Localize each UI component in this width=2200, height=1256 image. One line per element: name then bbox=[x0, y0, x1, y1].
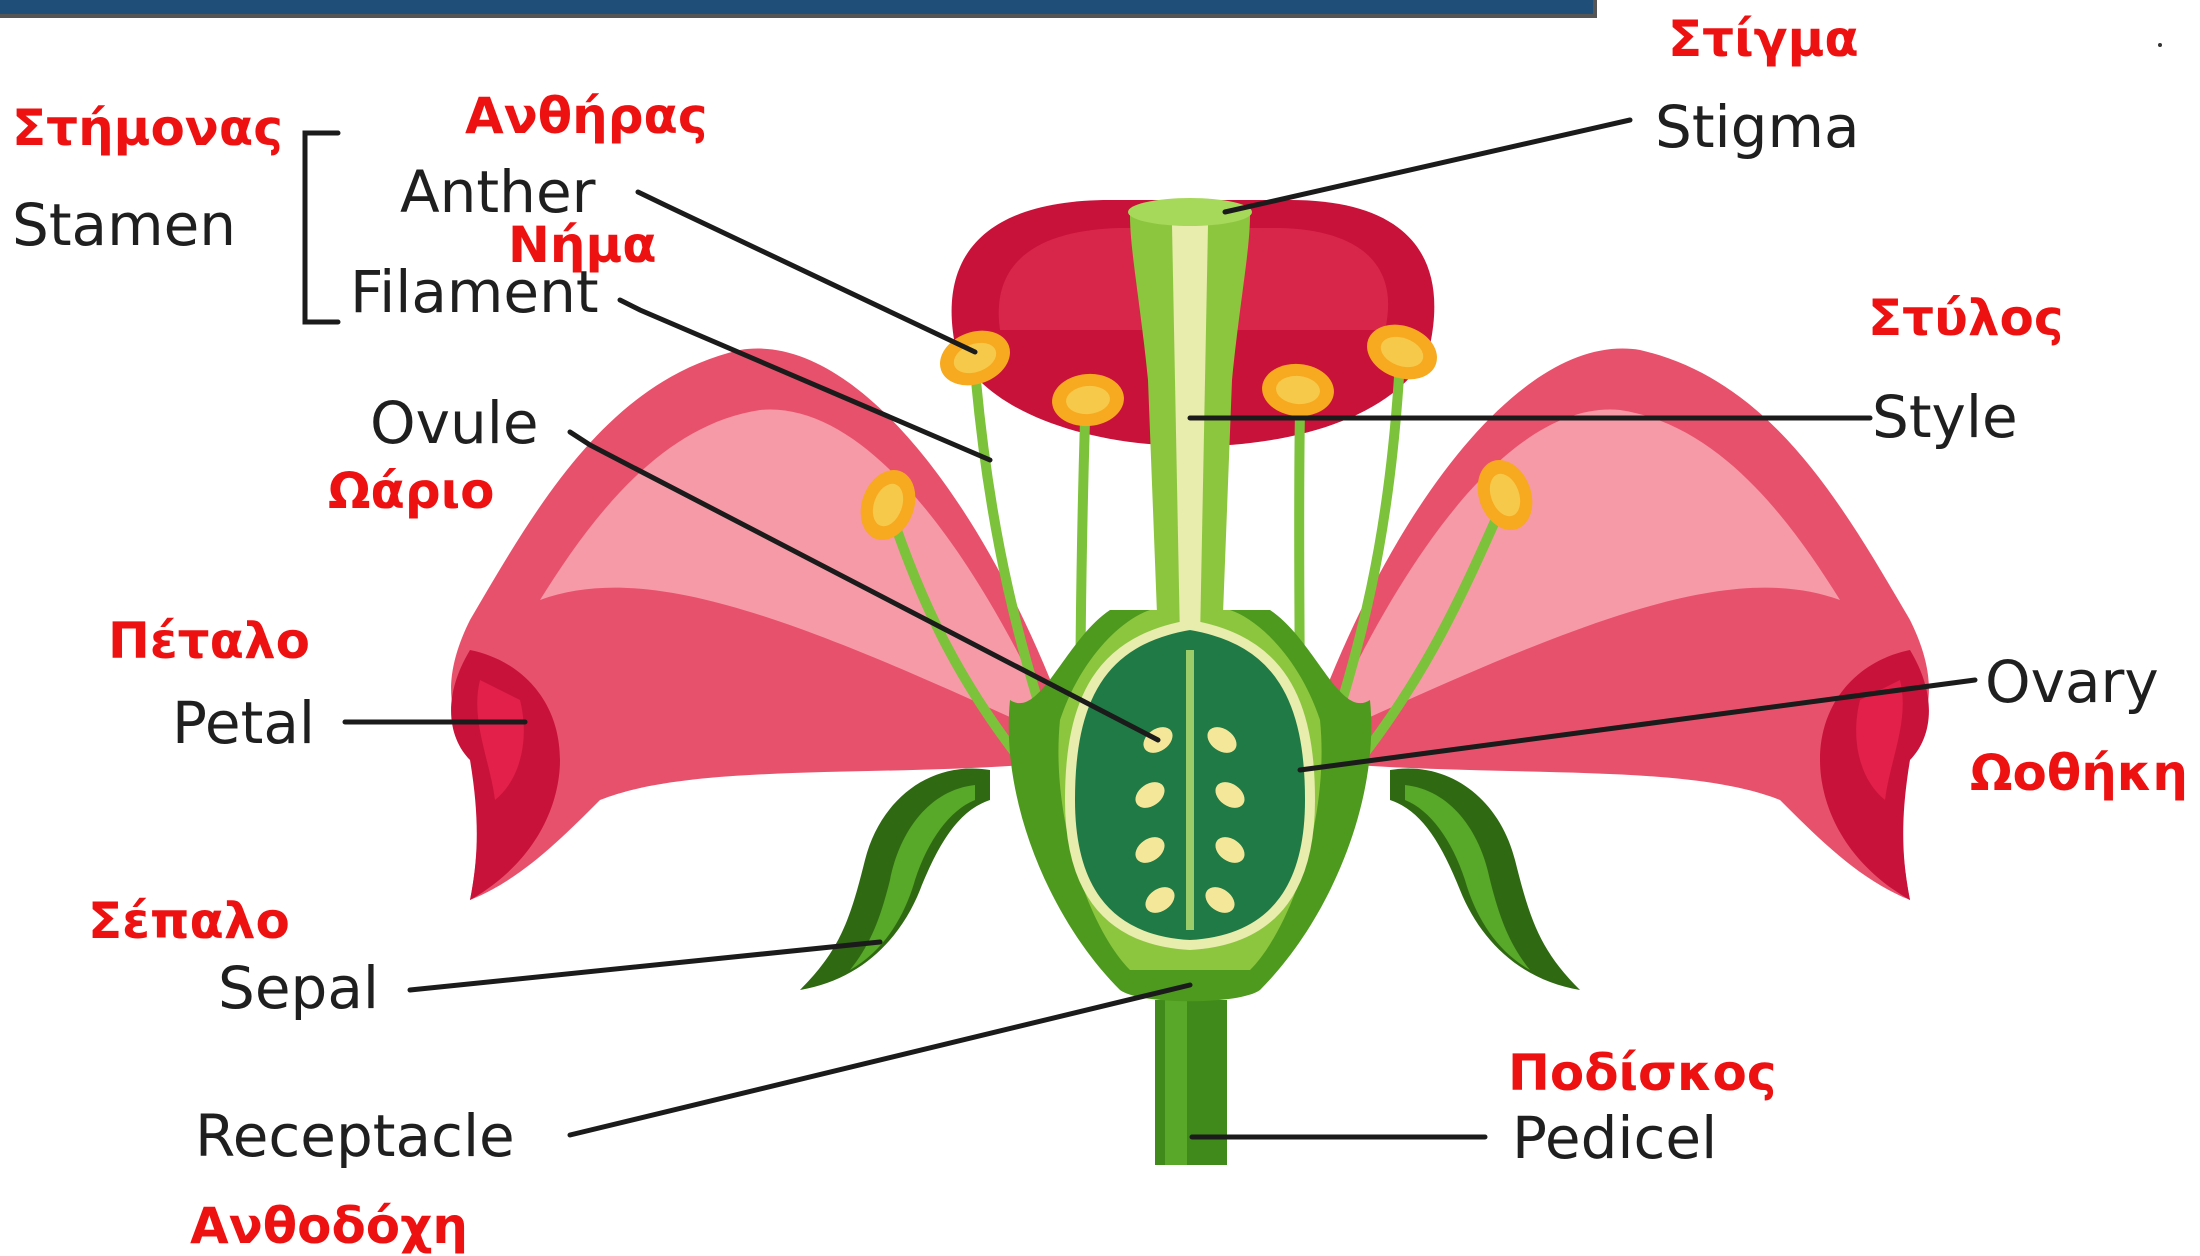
receptacle-label: Receptacle bbox=[195, 1102, 515, 1170]
receptacle-leader bbox=[570, 985, 1190, 1135]
stamen-label-gr: Στήμονας bbox=[12, 99, 283, 157]
flower-illustration bbox=[451, 198, 1929, 1165]
ovule-label: Ovule bbox=[370, 389, 539, 457]
sepal-label-gr: Σέπαλο bbox=[88, 892, 290, 950]
anther-leader bbox=[638, 192, 975, 352]
ovary-label-gr: Ωοθήκη bbox=[1970, 744, 2188, 802]
stigma-leader bbox=[1225, 120, 1630, 212]
style-label-gr: Στύλος bbox=[1868, 289, 2063, 347]
petal-label-gr: Πέταλο bbox=[108, 612, 310, 670]
stigma-label-gr: Στίγμα bbox=[1668, 10, 1859, 68]
style-label: Style bbox=[1872, 383, 2018, 451]
stamen-label: Stamen bbox=[12, 191, 236, 259]
stigma-label: Stigma bbox=[1655, 93, 1860, 161]
pedicel-label: Pedicel bbox=[1512, 1104, 1717, 1172]
stamen-bracket bbox=[305, 133, 338, 322]
petal-label: Petal bbox=[172, 689, 315, 757]
receptacle-label-gr: Ανθοδόχη bbox=[190, 1197, 468, 1255]
ovary-label: Ovary bbox=[1985, 648, 2159, 716]
pedicel-label-gr: Ποδίσκος bbox=[1508, 1044, 1776, 1102]
sepal-label: Sepal bbox=[218, 954, 379, 1022]
header-banner bbox=[0, 0, 1595, 16]
ovule-label-gr: Ωάριο bbox=[328, 462, 494, 520]
filament-label-gr: Νήμα bbox=[508, 216, 657, 274]
corner-mark bbox=[2158, 43, 2162, 47]
anther-label-gr: Ανθήρας bbox=[465, 87, 707, 145]
